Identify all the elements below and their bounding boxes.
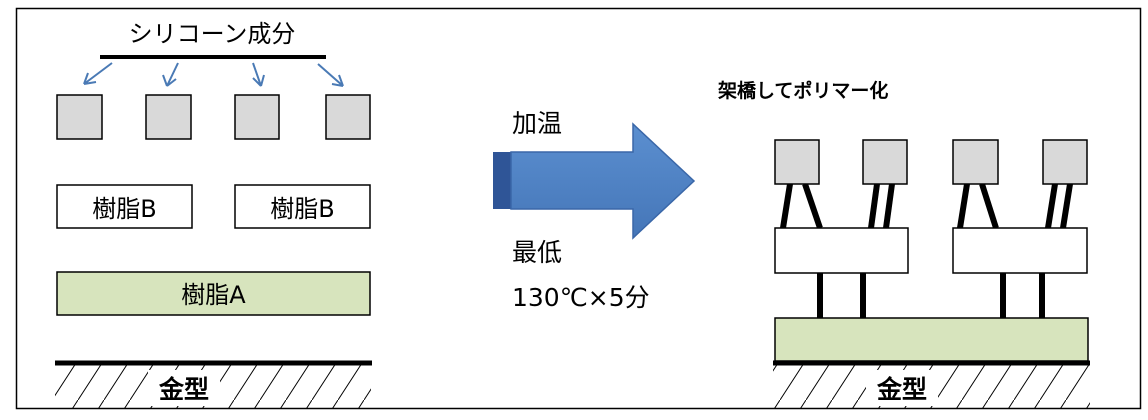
condition-label: 130℃×5分 (512, 283, 650, 312)
right-panel: 架橋してポリマー化 金型 (717, 79, 1090, 408)
silicone-block (145, 94, 192, 140)
silicone-component-label: シリコーン成分 (129, 20, 296, 48)
silicone-block (774, 139, 820, 185)
silicone-blocks (56, 94, 371, 140)
arrow-icon (83, 62, 113, 85)
silicone-arrows (83, 62, 344, 87)
silicone-block (234, 94, 280, 140)
silicone-block (862, 139, 908, 185)
mold-label-right: 金型 (876, 375, 927, 404)
silicone-block (56, 94, 103, 140)
resin-a-layer-right (774, 317, 1089, 362)
resin-a-label: 樹脂A (181, 281, 246, 309)
crosslink-title: 架橋してポリマー化 (717, 79, 888, 102)
resin-b-box-2 (234, 184, 371, 229)
arrow-icon (162, 62, 179, 87)
crosslinked-silicone-blocks (774, 139, 1088, 185)
resin-b-box-1 (56, 184, 193, 229)
outer-frame (15, 7, 1142, 410)
min-label: 最低 (512, 238, 562, 267)
silicone-block (325, 94, 371, 140)
process-arrow-icon (493, 122, 696, 240)
mold-label: 金型 (158, 375, 209, 404)
arrow-icon (252, 62, 265, 87)
process-panel: 加温 最低 130℃×5分 (493, 109, 696, 312)
mold-label-bg (148, 370, 220, 406)
resin-a-layer (56, 271, 371, 316)
silicone-block (1042, 139, 1088, 185)
resin-b-box-right-1 (774, 227, 909, 274)
arrow-icon (317, 63, 344, 87)
crosslink-links (780, 183, 1073, 318)
resin-b-box-right-2 (952, 227, 1088, 274)
resin-b-label-1: 樹脂B (92, 195, 156, 223)
left-panel: シリコーン成分 樹脂B 樹脂B 樹脂A 金型 (55, 20, 372, 408)
heat-label: 加温 (512, 109, 562, 138)
silicone-block (952, 139, 999, 185)
mold-label-bg-right (866, 370, 938, 406)
resin-b-label-2: 樹脂B (270, 195, 334, 223)
